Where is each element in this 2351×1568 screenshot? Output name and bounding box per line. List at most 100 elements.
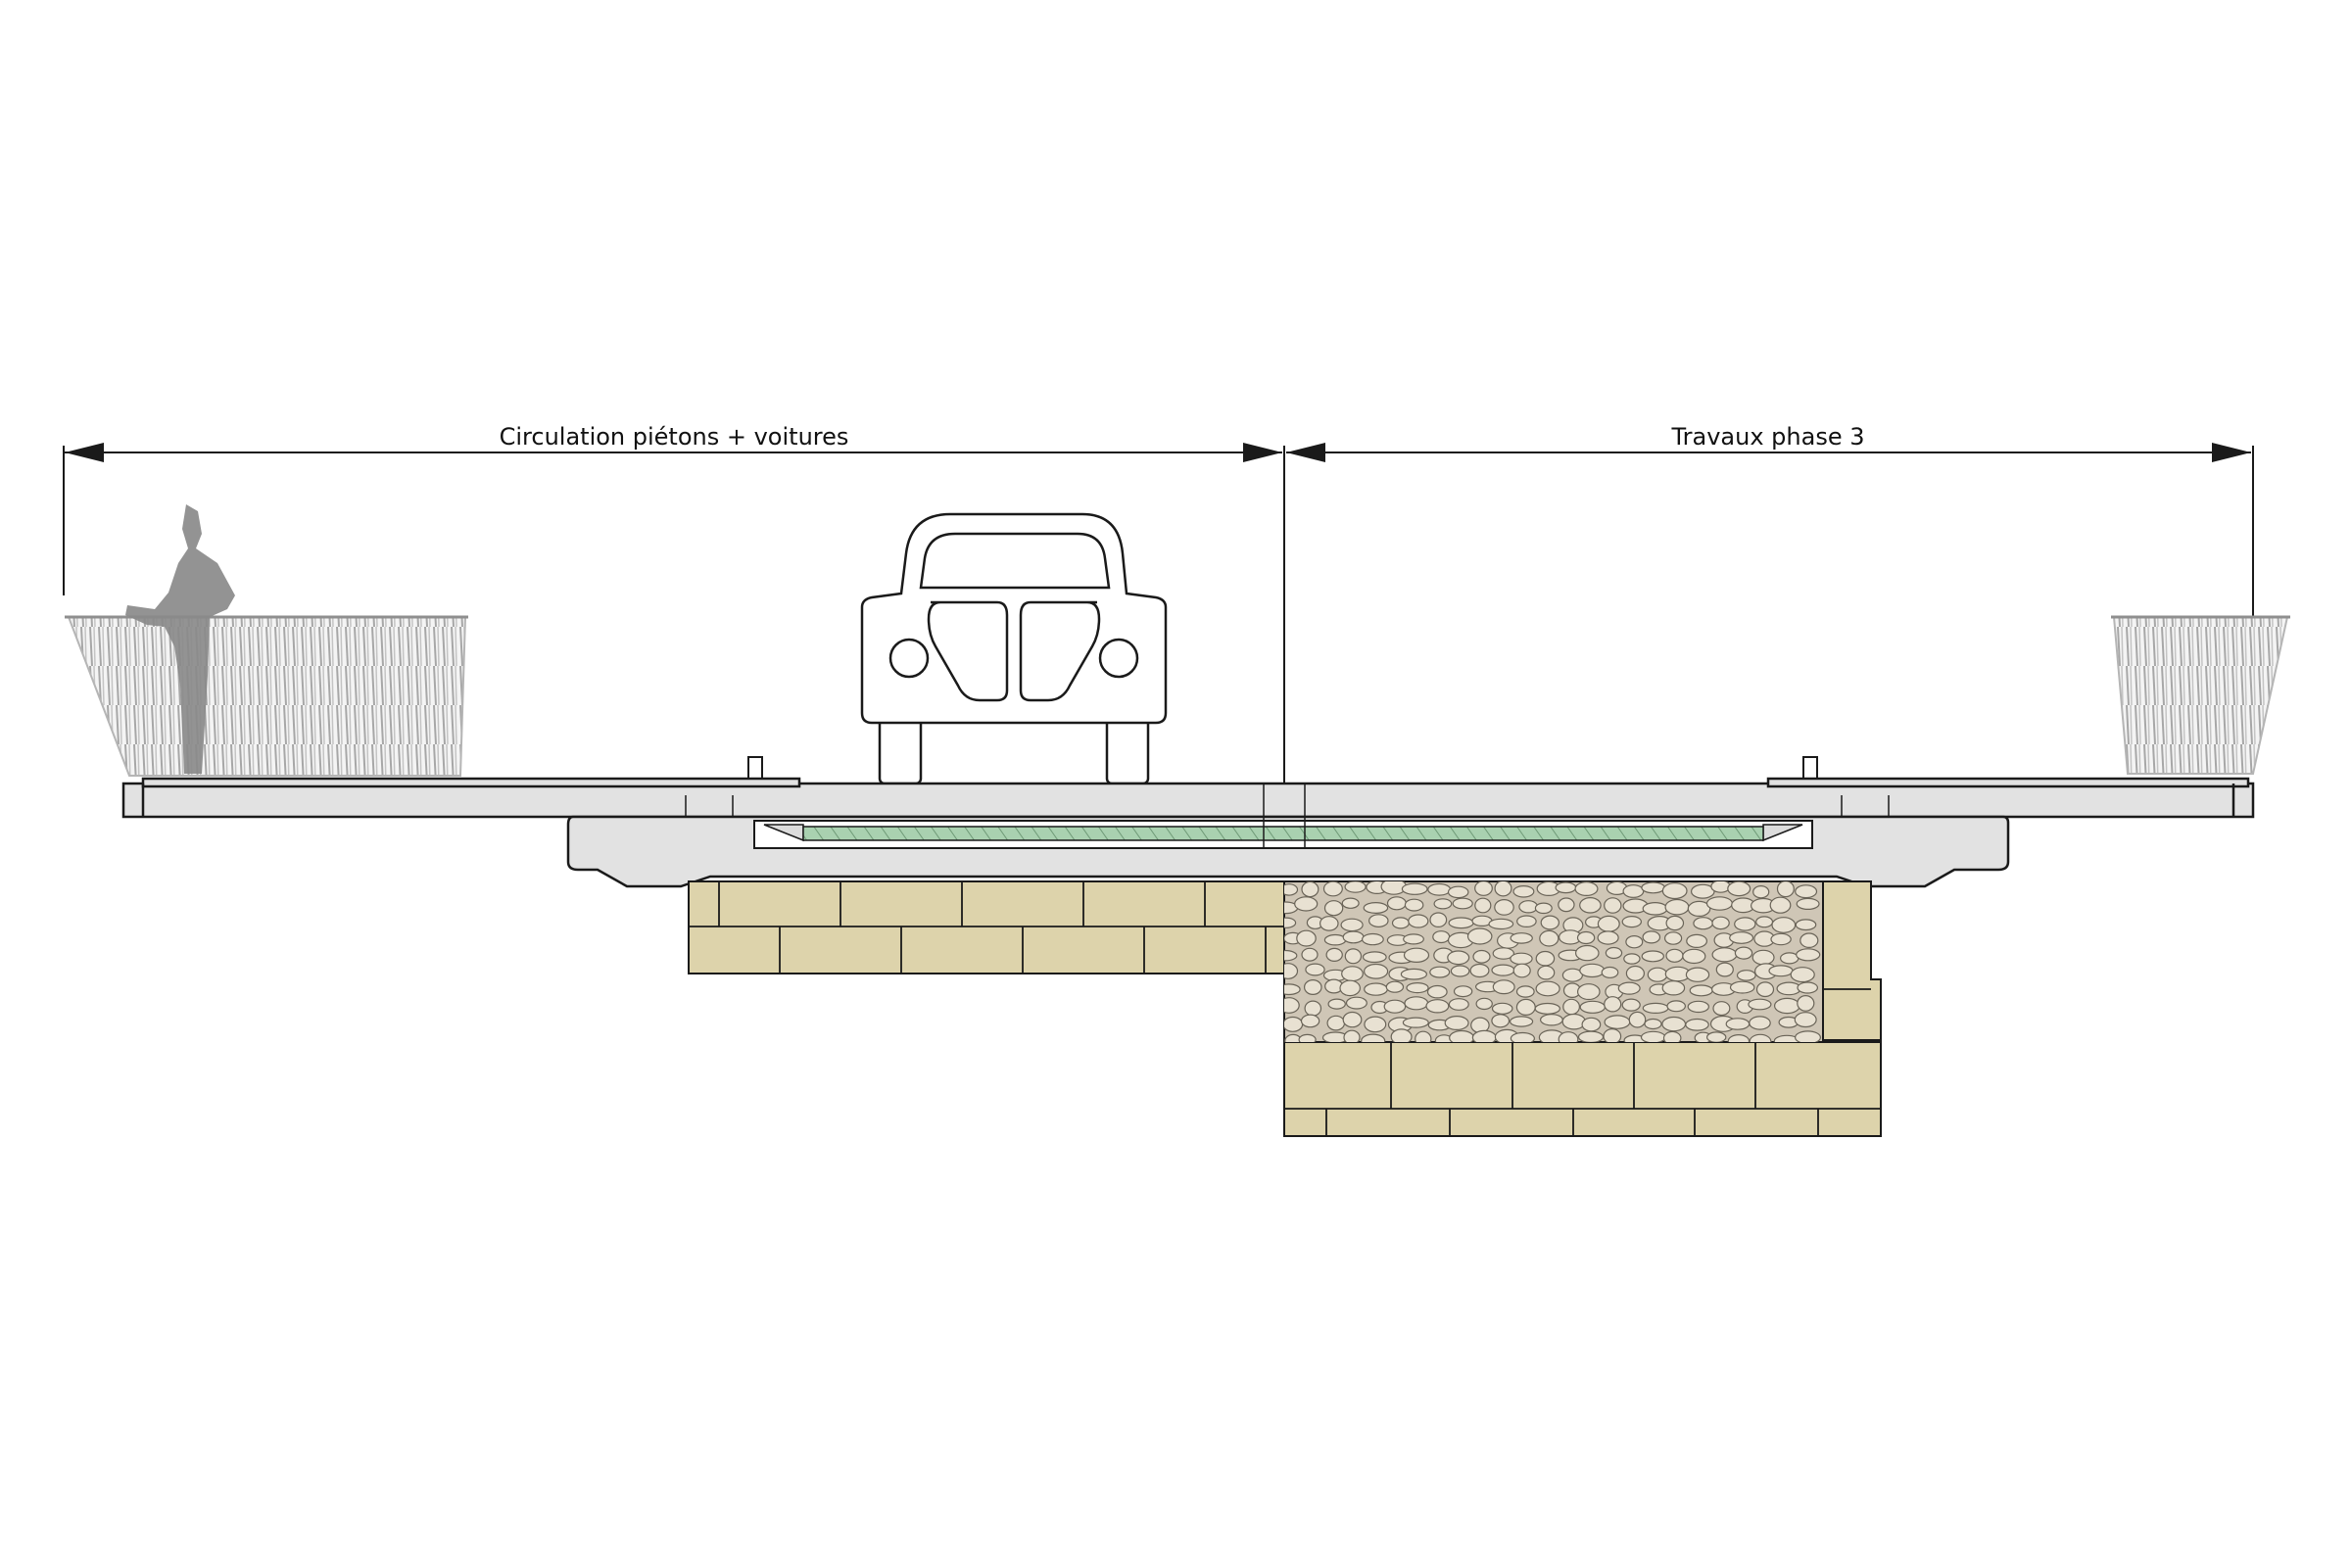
rubble-stone <box>1510 952 1533 966</box>
rubble-stone <box>1475 997 1493 1011</box>
rubble-stone <box>1662 1030 1682 1042</box>
rubble-stone <box>1323 900 1344 917</box>
rubble-stone <box>1779 952 1799 965</box>
rubble-stone <box>1625 965 1646 981</box>
rubble-stone <box>1605 946 1623 960</box>
rubble-stone <box>1642 1002 1669 1015</box>
rubble-stone <box>1491 1002 1513 1015</box>
rubble-stone <box>1628 1011 1647 1028</box>
rubble-stone <box>1558 1031 1579 1042</box>
rubble-stone <box>1682 948 1706 965</box>
rubble-stone <box>1601 966 1619 978</box>
rubble-stone <box>1361 932 1384 946</box>
rubble-stone <box>1796 948 1821 962</box>
rubble-stone <box>1689 984 1713 997</box>
rubble-stone <box>1453 985 1473 998</box>
rubble-fill <box>1283 880 1824 1043</box>
rubble-stone <box>1447 885 1469 899</box>
rubble-stone <box>1579 963 1606 978</box>
rubble-stone <box>1625 935 1644 949</box>
rubble-stone <box>1444 1015 1469 1030</box>
rubble-stone <box>1452 897 1473 910</box>
rubble-stone <box>1284 917 1297 928</box>
rubble-stone <box>1301 947 1319 962</box>
rubble-stone <box>1749 1016 1771 1030</box>
rubble-stone <box>1400 968 1428 980</box>
rubble-stone <box>1734 917 1756 931</box>
rubble-stone <box>1364 1016 1387 1033</box>
rubble-stone <box>1408 914 1429 928</box>
rubble-stone <box>1725 1018 1751 1030</box>
rubble-stone <box>1577 983 1601 1001</box>
rubble-stone <box>1284 983 1301 996</box>
rubble-stone <box>1383 999 1407 1014</box>
rubble-stone <box>1469 963 1490 978</box>
rubble-stone <box>1429 912 1448 927</box>
rubble-stone <box>1466 927 1493 945</box>
rubble-stone <box>1769 896 1792 914</box>
rubble-stone <box>1579 1000 1607 1014</box>
rubble-stone <box>1516 915 1537 927</box>
rubble-stone <box>1304 1000 1322 1017</box>
rubble-stone <box>1661 980 1686 996</box>
rubble-stone <box>1404 996 1429 1011</box>
rubble-stone <box>1339 979 1361 997</box>
rubble-stone <box>1799 932 1819 948</box>
rubble-stone <box>1795 919 1817 931</box>
rubble-stone <box>1768 965 1794 977</box>
rubble-stone <box>1603 1028 1622 1042</box>
rubble-stone <box>1390 1028 1413 1042</box>
bridge-deck <box>121 777 2255 842</box>
rubble-stone <box>1727 881 1751 897</box>
rubble-stone <box>1642 901 1668 916</box>
rubble-stone <box>1574 881 1599 896</box>
rubble-stone <box>1341 966 1364 982</box>
rubble-stone <box>1404 898 1424 912</box>
rubble-stone <box>1539 929 1559 947</box>
rubble-stone <box>1770 932 1792 946</box>
rubble-stone <box>1361 1033 1386 1042</box>
rubble-stone <box>1343 1029 1361 1042</box>
rubble-stone <box>1621 915 1643 928</box>
rubble-stone <box>1711 947 1738 963</box>
rubble-stone <box>1429 966 1451 978</box>
rubble-stone <box>1415 1030 1432 1042</box>
rubble-stone <box>1300 1014 1320 1028</box>
rubble-stone <box>1641 950 1665 963</box>
rubble-stone <box>1795 1030 1821 1042</box>
rubble-stone <box>1790 967 1815 983</box>
rubble-stone <box>1509 1016 1534 1027</box>
rubble-stone <box>1581 1017 1602 1032</box>
rubble-stone <box>1597 915 1620 932</box>
rubble-stone <box>1771 917 1797 933</box>
rubble-stone <box>1298 1033 1317 1042</box>
rubble-stone <box>1325 947 1343 963</box>
rubble-stone <box>1344 881 1367 893</box>
rubble-stone <box>1540 915 1560 930</box>
rubble-stone <box>1515 985 1535 998</box>
rubble-stone <box>1362 951 1387 964</box>
rubble-stone <box>1518 900 1539 914</box>
rubble-stone <box>1491 1014 1511 1028</box>
rubble-stone <box>1447 950 1470 966</box>
rubble-stone <box>1666 1000 1686 1013</box>
rubble-stone <box>1642 930 1661 944</box>
rubble-stone <box>1579 896 1602 914</box>
rubble-stone <box>1693 917 1713 930</box>
rubble-stone <box>1641 881 1665 894</box>
rubble-stone <box>1327 998 1346 1010</box>
rubble-stone <box>1342 1011 1363 1028</box>
rubble-stone <box>1604 996 1622 1013</box>
rubble-stone <box>1386 896 1407 911</box>
rubble-stone <box>1406 981 1429 994</box>
rubble-stone <box>1712 1001 1731 1017</box>
rubble-stone <box>1512 884 1535 898</box>
rubble-stone <box>1575 944 1600 962</box>
rubble-stone <box>1391 917 1410 929</box>
rubble-stone <box>1795 884 1818 899</box>
rubble-stone <box>1736 970 1756 981</box>
rubble-stone <box>1561 968 1584 982</box>
rubble-stone <box>1685 1018 1709 1031</box>
rubble-stone <box>1661 1016 1687 1032</box>
